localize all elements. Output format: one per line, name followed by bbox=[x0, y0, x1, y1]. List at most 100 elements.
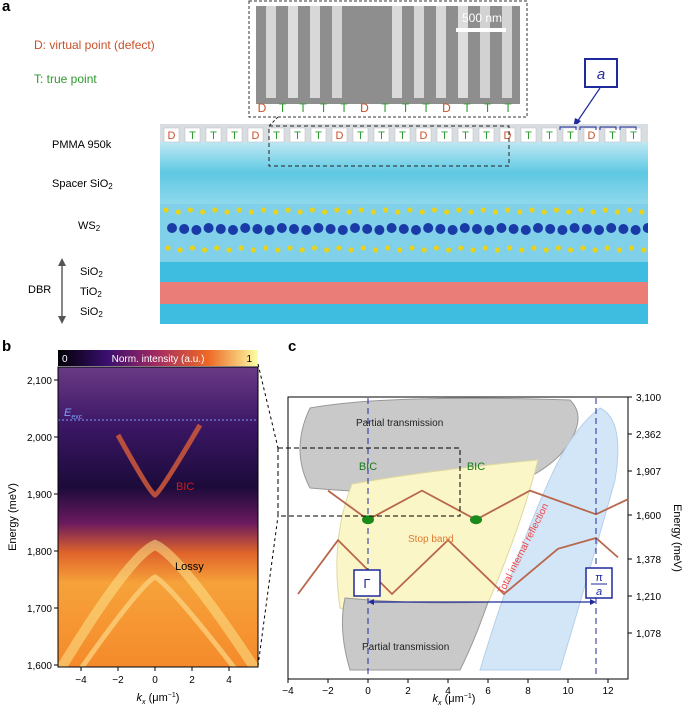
pmma-block bbox=[583, 127, 600, 143]
pi-box bbox=[585, 567, 613, 599]
w-atom bbox=[508, 224, 519, 234]
s-atom bbox=[421, 247, 427, 253]
sem-letter: T bbox=[299, 101, 307, 115]
w-atom bbox=[362, 224, 373, 234]
c-ytick-label: 3,100 bbox=[636, 393, 661, 404]
sem-letter: D bbox=[360, 101, 369, 115]
w-atom bbox=[594, 225, 604, 235]
s-atom bbox=[202, 247, 208, 253]
pmma-letter: T bbox=[189, 130, 196, 142]
pmma-letter: T bbox=[273, 130, 280, 142]
pmma-block bbox=[562, 127, 579, 143]
s-atom bbox=[446, 247, 452, 253]
s-atom bbox=[275, 247, 281, 253]
w-atom bbox=[191, 225, 202, 235]
bic-label-b: BIC bbox=[176, 481, 194, 493]
s-atom bbox=[250, 247, 256, 253]
s-atom bbox=[580, 245, 586, 251]
s-atom bbox=[627, 207, 633, 213]
sem-letter: T bbox=[484, 101, 492, 115]
b-xtick-label: 2 bbox=[189, 675, 195, 686]
s-atom bbox=[468, 209, 474, 215]
c-bands bbox=[277, 398, 629, 678]
w-atom bbox=[374, 225, 385, 235]
period-box: a bbox=[584, 58, 618, 88]
w-atom bbox=[569, 223, 580, 233]
panel-c-label: c bbox=[288, 338, 297, 355]
s-atom bbox=[614, 209, 620, 215]
s-atom bbox=[238, 245, 244, 251]
pmma-letter: T bbox=[630, 130, 637, 142]
s-atom bbox=[419, 209, 425, 215]
c-xtick-label: 6 bbox=[485, 686, 491, 697]
w-atom bbox=[618, 224, 629, 234]
s-atom bbox=[480, 207, 486, 213]
c-ytick-label: 1,378 bbox=[636, 555, 661, 566]
s-atom bbox=[163, 207, 169, 213]
sem-letter: T bbox=[422, 101, 430, 115]
pmma-letter: T bbox=[399, 130, 406, 142]
s-atom bbox=[470, 247, 476, 253]
w-atom bbox=[179, 224, 190, 234]
sem-letter: T bbox=[504, 101, 512, 115]
scale-bar-label: 500 nm bbox=[462, 11, 502, 25]
w-atom bbox=[264, 225, 275, 235]
c-xlabel: kx (μm−1) bbox=[433, 693, 476, 707]
c-xtick-label: 2 bbox=[405, 686, 411, 697]
layer-pmma: PMMA 950k bbox=[52, 139, 112, 151]
dbr-tio2 bbox=[160, 282, 648, 304]
s-atom bbox=[602, 207, 608, 213]
pmma-letter: T bbox=[546, 130, 553, 142]
sem-letter: T bbox=[463, 101, 471, 115]
sem-ridges bbox=[266, 6, 512, 98]
w-atom bbox=[337, 225, 348, 235]
bic2-label: BIC bbox=[467, 461, 485, 473]
colorbar-min: 0 bbox=[62, 354, 68, 365]
w-atom bbox=[276, 223, 287, 233]
s-atom bbox=[444, 209, 450, 215]
s-atom bbox=[360, 245, 366, 251]
c-xtick-label: 4 bbox=[445, 686, 451, 697]
c-xtick-label: 12 bbox=[602, 686, 614, 697]
dbr-arrow bbox=[58, 258, 66, 324]
w-atom bbox=[398, 224, 409, 234]
s-atom bbox=[273, 209, 279, 215]
s-atom bbox=[592, 247, 598, 253]
lower-band bbox=[297, 537, 619, 596]
c-xtick-label: 10 bbox=[562, 686, 574, 697]
s-atom bbox=[385, 245, 391, 251]
arrow-head-right bbox=[590, 599, 596, 605]
w-atom bbox=[325, 224, 336, 234]
w-atom bbox=[496, 223, 507, 233]
b-ytick-label: 2,100 bbox=[27, 376, 52, 387]
pmma-letter: D bbox=[504, 130, 512, 142]
w-atom bbox=[533, 223, 543, 233]
w-atom bbox=[167, 223, 177, 233]
s-atom bbox=[370, 209, 376, 215]
pmma-letter: D bbox=[168, 130, 176, 142]
s-atom bbox=[263, 245, 269, 251]
panel-b: 0 Norm. intensity (a.u.) 1 Eexc BIC Loss… bbox=[7, 350, 259, 706]
c-ytick-label: 1,907 bbox=[636, 467, 661, 478]
sem-image bbox=[256, 6, 520, 104]
s-atom bbox=[299, 247, 305, 253]
pmma-block bbox=[205, 127, 222, 143]
s-atom bbox=[348, 247, 354, 253]
panel-c: Partial transmission Partial transmissio… bbox=[277, 393, 683, 707]
tir-region bbox=[479, 407, 619, 671]
w-atom bbox=[472, 224, 482, 234]
zoom-connectors bbox=[257, 363, 279, 667]
pmma-letter: T bbox=[378, 130, 385, 142]
w-atom bbox=[545, 224, 556, 234]
zoom-box bbox=[277, 447, 461, 517]
arrow-head-left bbox=[368, 599, 374, 605]
spacer-layer bbox=[160, 142, 648, 204]
pmma-letter: T bbox=[357, 130, 364, 142]
w-atom bbox=[301, 225, 312, 235]
dbr-sio2-bottom-label: SiO2 bbox=[80, 306, 103, 319]
w-atom bbox=[411, 225, 421, 235]
s-atom bbox=[578, 207, 584, 213]
s-atom bbox=[236, 207, 242, 213]
pmma-block bbox=[625, 127, 642, 143]
s-atom bbox=[531, 245, 537, 251]
